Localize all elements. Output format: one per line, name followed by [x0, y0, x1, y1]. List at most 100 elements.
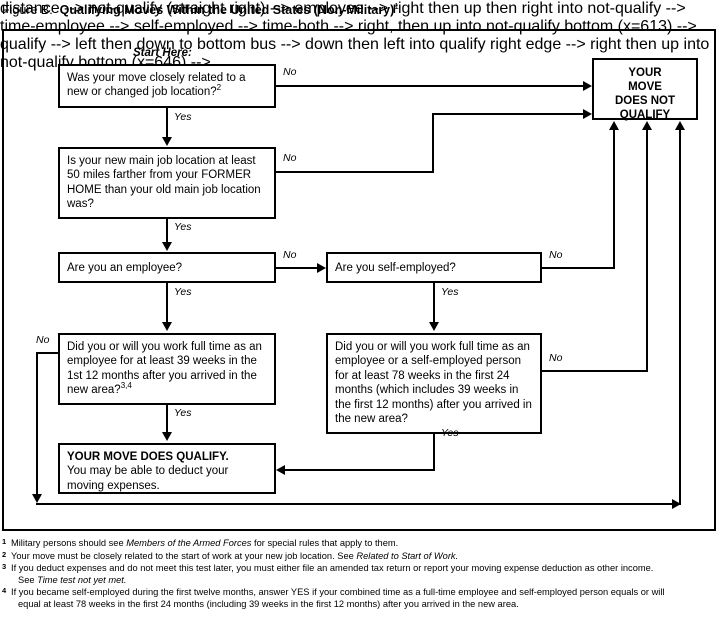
edge-label-start-no: No [283, 66, 297, 78]
node-move-does-qualify[interactable]: YOUR MOVE DOES QUALIFY. You may be able … [58, 443, 276, 494]
edge-employee-yes-line [166, 283, 168, 323]
footnote-2-pre: Your move must be closely related to the… [11, 550, 357, 561]
edge-bottom-bus-arrowhead-right [672, 499, 681, 509]
edge-label-employee-yes: Yes [174, 286, 192, 298]
node-self-employed-question[interactable]: Are you self-employed? [326, 252, 542, 283]
flowchart-frame [2, 29, 716, 531]
edge-self-employed-no-arrowhead [609, 121, 619, 130]
node-time-employee-line-3: 1st 12 months after you arrived in the [67, 369, 257, 382]
edge-self-employed-no-line-v [613, 130, 615, 269]
edge-self-employed-yes-arrowhead [429, 322, 439, 331]
edge-employee-yes-arrowhead [162, 322, 172, 331]
footnote-4-continuation: equal at least 78 weeks in the first 24 … [18, 598, 519, 609]
node-time-employee-line-4: new area?3,4 [67, 381, 267, 397]
footnote-2-number: 2 [2, 549, 7, 559]
footnote-2-italic: Related to Start of Work. [356, 550, 459, 561]
edge-distance-no-line-h1 [276, 171, 434, 173]
node-distance-line-2: 50 miles farther from your FORMER [67, 169, 252, 182]
node-time-both-line-6: the new area? [335, 413, 408, 426]
edge-time-both-yes-line-h [285, 469, 435, 471]
footnote-1-pre: Military persons should see [11, 538, 127, 548]
edge-time-both-yes-arrowhead [276, 465, 285, 475]
edge-distance-yes-line [166, 219, 168, 243]
edge-label-time-employee-yes: Yes [174, 407, 192, 419]
edge-label-self-employed-yes: Yes [441, 286, 459, 298]
node-time-test-both[interactable]: Did you or will you work full time as an… [326, 333, 542, 434]
node-qualify-line-2: moving expenses. [67, 479, 160, 492]
edge-time-both-yes-line-v [433, 434, 435, 470]
edge-time-both-no-line-h [542, 370, 648, 372]
node-time-both-line-2: employee or a self-employed person [335, 355, 522, 368]
footnote-3-continuation: See Time test not yet met. [11, 575, 719, 587]
title-superscript: 1 [394, 1, 399, 11]
footnote-1: 1 Military persons should see Members of … [2, 537, 719, 550]
node-not-qualify-line-3: DOES NOT [614, 95, 676, 107]
edge-bottom-bus-arrowhead-up [675, 121, 685, 130]
node-not-qualify-line-2: MOVE [628, 81, 662, 93]
edge-distance-no-line-v [432, 113, 434, 173]
edge-label-time-both-no: No [549, 352, 563, 364]
footnote-3-cont-italic: Time test not yet met. [37, 574, 127, 585]
node-start-question[interactable]: Was your move closely related to a new o… [58, 64, 276, 108]
edge-time-employee-no-arrowhead [32, 494, 42, 503]
node-time-test-employee[interactable]: Did you or will you work full time as an… [58, 333, 276, 405]
node-distance-question[interactable]: Is your new main job location at least 5… [58, 147, 276, 219]
page-title: Figure B. Qualifying Moves Within the Un… [2, 1, 717, 23]
node-time-employee-line-1: Did you or will you work full time as an [67, 341, 262, 353]
node-distance-line-4: was? [67, 198, 94, 211]
edge-self-employed-yes-line [433, 283, 435, 323]
node-start-superscript: 2 [216, 83, 222, 93]
node-time-both-line-1: Did you or will you work full time as an [335, 341, 530, 353]
edge-start-no-line [276, 85, 583, 87]
node-start-line-1: Was your move closely related to a [67, 72, 246, 84]
node-move-does-not-qualify[interactable]: YOUR MOVE DOES NOT QUALIFY [592, 58, 698, 121]
node-not-qualify-line-4: QUALIFY [619, 109, 671, 121]
edge-employee-no-arrowhead [317, 263, 326, 273]
edge-label-self-employed-no: No [549, 249, 563, 261]
node-time-employee-superscript: 3,4 [120, 381, 132, 391]
edge-label-start-yes: Yes [174, 111, 192, 123]
edge-employee-no-line [276, 267, 318, 269]
node-self-employed-line-1: Are you self-employed? [335, 262, 456, 274]
edge-start-yes-line [166, 108, 168, 138]
footnote-4-pre: If you became self-employed during the f… [11, 587, 665, 598]
edge-label-time-both-yes: Yes [441, 427, 459, 439]
footnote-1-post: for special rules that apply to them. [251, 538, 399, 548]
edge-bottom-bus-line-v [679, 130, 681, 505]
node-time-employee-line-4-text: new area? [67, 384, 121, 397]
node-start-line-2: new or changed job location?2 [67, 83, 267, 99]
node-distance-line-1: Is your new main job location at least [67, 155, 256, 167]
figure-name: Qualifying Moves Within the United State… [59, 3, 395, 17]
footnotes: 1 Military persons should see Members of … [2, 537, 719, 612]
edge-label-distance-yes: Yes [174, 221, 192, 233]
edge-start-yes-arrowhead [162, 137, 172, 146]
node-distance-line-3: HOME than your old main job location [67, 183, 261, 196]
node-employee-question[interactable]: Are you an employee? [58, 252, 276, 283]
edge-self-employed-no-line-h [542, 267, 615, 269]
edge-time-employee-no-line-v [36, 352, 38, 495]
edge-time-employee-yes-arrowhead [162, 432, 172, 441]
edge-distance-no-arrowhead [583, 109, 592, 119]
footnote-3-number: 3 [2, 562, 7, 572]
edge-bottom-bus-line [36, 503, 681, 505]
edge-label-time-employee-no: No [36, 334, 50, 346]
start-here-label: Start Here: [133, 47, 192, 59]
edge-time-employee-no-line-h [36, 352, 60, 354]
edge-time-both-no-arrowhead [642, 121, 652, 130]
node-time-employee-line-2: employee for at least 39 weeks in the [67, 355, 257, 368]
edge-distance-yes-arrowhead [162, 242, 172, 251]
node-qualify-line-1: You may be able to deduct your [67, 465, 229, 478]
edge-start-no-arrowhead [583, 81, 592, 91]
edge-label-distance-no: No [283, 152, 297, 164]
node-employee-line-1: Are you an employee? [67, 262, 183, 274]
node-not-qualify-line-1: YOUR [628, 67, 662, 79]
node-qualify-heading: YOUR MOVE DOES QUALIFY. [67, 451, 229, 463]
footnote-1-italic: Members of the Armed Forces [126, 538, 252, 548]
node-time-both-line-3: for at least 78 weeks in the first 24 [335, 369, 510, 382]
footnote-2: 2 Your move must be closely related to th… [2, 549, 719, 563]
footnote-1-number: 1 [2, 537, 7, 546]
footnote-3-cont-pre: See [18, 574, 38, 585]
node-time-both-line-4: months (which includes 39 weeks in [335, 384, 519, 397]
node-time-both-line-5: the first 12 months) after you arrived i… [335, 398, 532, 411]
